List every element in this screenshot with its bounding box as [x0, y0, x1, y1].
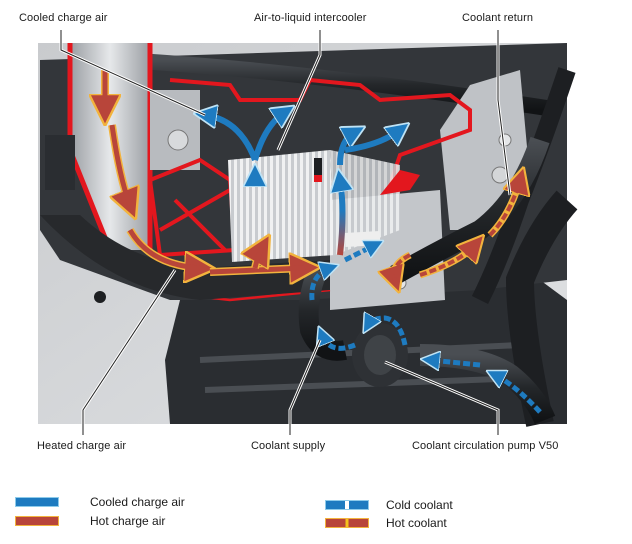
- right-pipe-2: [505, 190, 578, 427]
- callout-coolant-circulation-pump: Coolant circulation pump V50: [412, 440, 559, 452]
- intercooler-tab: [314, 158, 322, 180]
- cold-coolant-arrows: [309, 245, 542, 414]
- intercooler-tab-red: [314, 175, 322, 182]
- legend-item-hot-coolant: Hot coolant: [326, 516, 447, 530]
- charge-air-duct: [40, 215, 330, 300]
- hot-charge-air-swatch-icon: [16, 517, 58, 525]
- intake-manifold-cutaway: [169, 77, 472, 186]
- hot-coolant-swatch-icon: [326, 519, 368, 527]
- pump-outlet-hose: [344, 231, 381, 247]
- leader-lines: [59, 30, 512, 435]
- legend-item-hot-charge-air: Hot charge air: [16, 514, 165, 528]
- pump-inlet-hose: [419, 344, 556, 425]
- legend-label: Cooled charge air: [90, 495, 185, 509]
- callout-air-to-liquid-intercooler: Air-to-liquid intercooler: [254, 12, 367, 24]
- hot-charge-air-arrows: [105, 70, 305, 272]
- legend-item-cold-coolant: Cold coolant: [326, 498, 453, 512]
- throttle-bolt: [167, 129, 189, 151]
- pump-face: [364, 335, 396, 375]
- callout-heated-charge-air: Heated charge air: [37, 440, 127, 452]
- legend-label: Hot charge air: [90, 514, 166, 528]
- legend-item-cooled-charge-air: Cooled charge air: [16, 495, 185, 509]
- legend-label: Hot coolant: [386, 516, 447, 530]
- duct-nipple: [94, 291, 106, 303]
- side-sensor: [45, 135, 75, 190]
- cooled-charge-air-arrows: [205, 112, 400, 256]
- intercooler-bracket: [380, 170, 420, 195]
- callout-cooled-charge-air: Cooled charge air: [19, 12, 108, 24]
- cooled-charge-air-swatch-icon: [16, 498, 58, 506]
- cold-coolant-swatch-icon: [326, 501, 368, 509]
- legend-label: Cold coolant: [386, 498, 453, 512]
- callout-coolant-supply: Coolant supply: [251, 440, 326, 452]
- hot-coolant-arrows: [394, 180, 520, 280]
- callout-coolant-return: Coolant return: [462, 12, 534, 24]
